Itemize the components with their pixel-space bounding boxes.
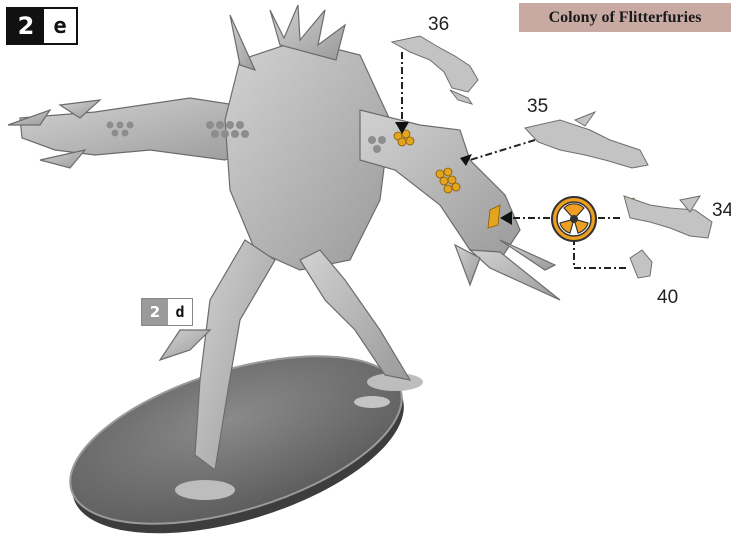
reference-step-letter: d <box>168 299 192 325</box>
part-label-34: 34 <box>712 200 731 222</box>
step-number: 2 <box>8 9 44 43</box>
part-label-40: 40 <box>657 287 678 309</box>
model-base <box>51 323 423 545</box>
step-letter: e <box>44 9 76 43</box>
reference-step-badge: 2 d <box>141 298 193 326</box>
part-34-flitterfury <box>624 196 712 238</box>
step-badge: 2 e <box>6 7 78 45</box>
part-35-flitterfury <box>525 112 648 168</box>
reference-step-number: 2 <box>142 299 168 325</box>
unit-title: Colony of Flitterfuries <box>519 3 731 32</box>
part-36-flitterfury <box>392 36 478 104</box>
part-label-36: 36 <box>428 14 449 36</box>
part-label-35: 35 <box>527 96 548 118</box>
part-40-flitterfury <box>630 250 652 278</box>
glue-hazard-icon <box>550 195 598 243</box>
